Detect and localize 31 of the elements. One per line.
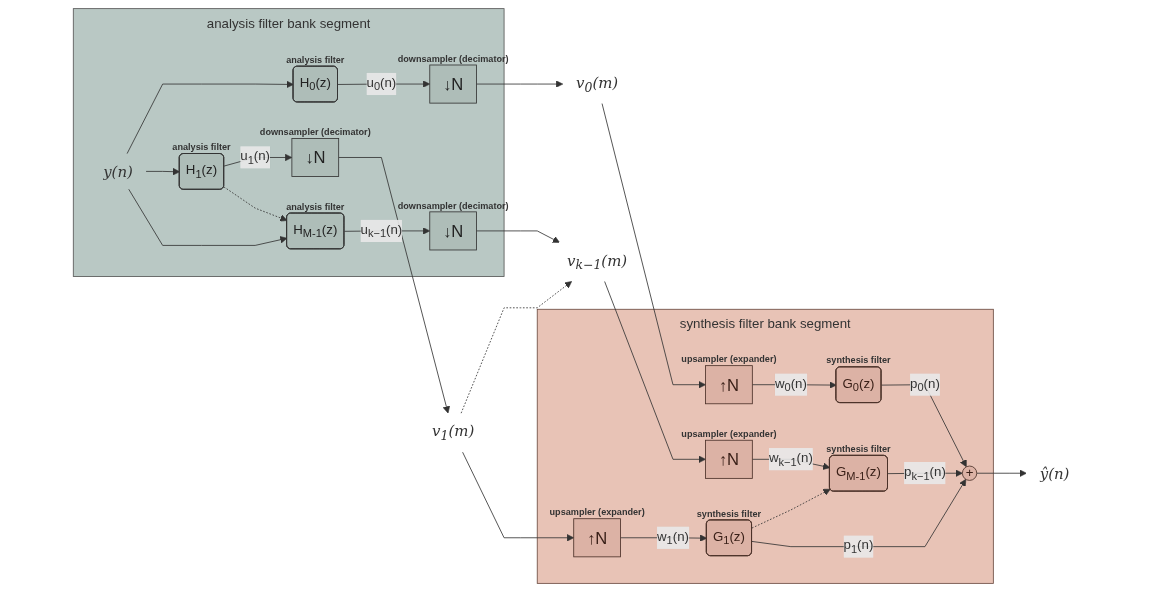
block-caption: synthesis filter <box>826 444 891 454</box>
edge-label: w$_{k−1}$(n) <box>768 450 813 469</box>
block-caption: analysis filter <box>286 201 345 212</box>
node-text: v$_{k−1}$(m) <box>567 251 628 273</box>
node-text: ŷ(n) <box>1039 464 1070 482</box>
edge-label: p$_{k−1}$(n) <box>904 464 946 483</box>
block-caption: synthesis filter <box>696 508 762 519</box>
block-caption: downsampler (decimator) <box>259 127 371 138</box>
node-box: ↓N <box>429 64 477 104</box>
node-text: y(n) <box>103 162 133 181</box>
node-text: v$_{0}$(m) <box>576 73 619 95</box>
edge-label: u$_{1}$(n) <box>240 148 271 167</box>
edge-label: u$_{k−1}$(n) <box>360 222 403 240</box>
block-caption: upsampler (expander) <box>681 354 777 365</box>
node-box: ↓N <box>429 211 477 251</box>
edge-label: p$_{1}$(n) <box>843 537 874 556</box>
node-circle: + <box>961 465 978 481</box>
edge-label: w$_{1}$(n) <box>657 529 689 547</box>
node-box: ↑N <box>573 518 621 558</box>
node-text: v$_{1}$(m) <box>432 422 475 444</box>
block-caption: analysis filter <box>286 54 345 65</box>
edge-label: u$_{0}$(n) <box>366 75 397 93</box>
block-caption: upsampler (expander) <box>549 507 645 518</box>
block-caption: synthesis filter <box>826 355 891 366</box>
node-box: ↑N <box>705 439 753 479</box>
node-box: ↑N <box>705 365 753 405</box>
edge-label: p$_{0}$(n) <box>910 375 940 394</box>
block-caption: analysis filter <box>172 142 231 153</box>
node-box: ↓N <box>291 138 340 177</box>
edge-label: w$_{0}$(n) <box>774 375 807 394</box>
block-caption: upsampler (expander) <box>681 428 777 439</box>
